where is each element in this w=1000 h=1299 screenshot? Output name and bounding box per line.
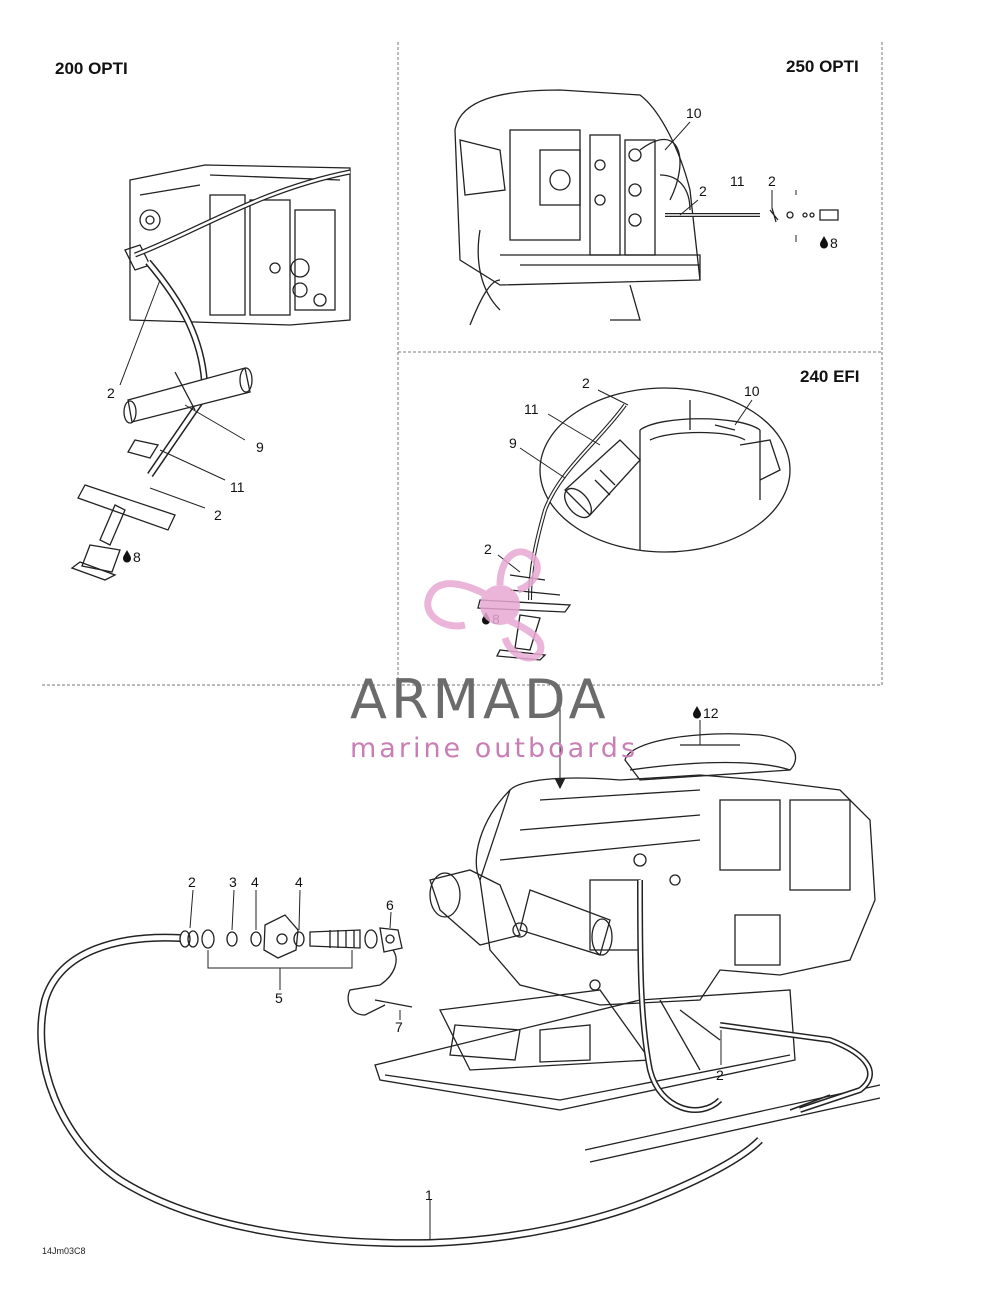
callout-4: 4 (251, 874, 259, 890)
callout-2: 2 (107, 385, 115, 401)
callout-9: 9 (256, 439, 264, 455)
callout-2: 2 (768, 173, 776, 189)
callout-6: 6 (386, 897, 394, 913)
callout-12: 12 (703, 705, 719, 721)
callout-3: 3 (229, 874, 237, 890)
panel-200-opti-callouts: 2 9 11 2 8 (107, 385, 264, 565)
watermark-brand-name: ARMADA (350, 668, 610, 731)
panel-200-opti-drawing (70, 164, 351, 581)
panel-200-opti-leaders (119, 279, 246, 509)
callout-9: 9 (509, 435, 517, 451)
panel-240-efi-drawing (477, 387, 791, 661)
panel-250-opti-callouts: 10 2 11 2 8 (686, 105, 838, 251)
callout-11: 11 (730, 173, 745, 189)
callout-2: 2 (716, 1067, 724, 1083)
callout-7: 7 (395, 1019, 403, 1035)
callout-10: 10 (686, 105, 702, 121)
callout-8: 8 (133, 549, 141, 565)
main-engine-drawing (374, 733, 881, 1163)
callout-2: 2 (188, 874, 196, 890)
callout-2: 2 (699, 183, 707, 199)
watermark-subtitle: marine outboards (350, 733, 639, 764)
oil-drop-icon (820, 236, 828, 249)
oil-drop-icon (693, 706, 701, 719)
callout-10: 10 (744, 383, 760, 399)
callout-2: 2 (484, 541, 492, 557)
watermark-logo-icon (424, 548, 545, 662)
panel-dividers (42, 42, 883, 686)
panel-title-250-opti: 250 OPTI (786, 57, 859, 76)
main-leaders (189, 700, 722, 1240)
callout-8: 8 (830, 235, 838, 251)
panel-250-opti-drawing (454, 89, 839, 326)
reference-code: 14Jm03C8 (42, 1246, 86, 1256)
panel-240-efi-leaders (497, 389, 753, 573)
callout-4: 4 (295, 874, 303, 890)
callout-2: 2 (582, 375, 590, 391)
main-hose (37, 933, 763, 1248)
exploded-fitting-parts (179, 914, 413, 1016)
callout-11: 11 (230, 479, 245, 495)
callout-2: 2 (214, 507, 222, 523)
callout-11: 11 (524, 401, 539, 417)
callout-5: 5 (275, 990, 283, 1006)
panel-title-200-opti: 200 OPTI (55, 59, 128, 78)
oil-drop-icon (123, 550, 131, 563)
main-callouts: 12 2 3 4 4 6 5 7 2 1 (188, 705, 724, 1203)
callout-1: 1 (425, 1187, 433, 1203)
panel-title-240-efi: 240 EFI (800, 367, 860, 386)
panel-250-opti-leaders (664, 121, 797, 242)
